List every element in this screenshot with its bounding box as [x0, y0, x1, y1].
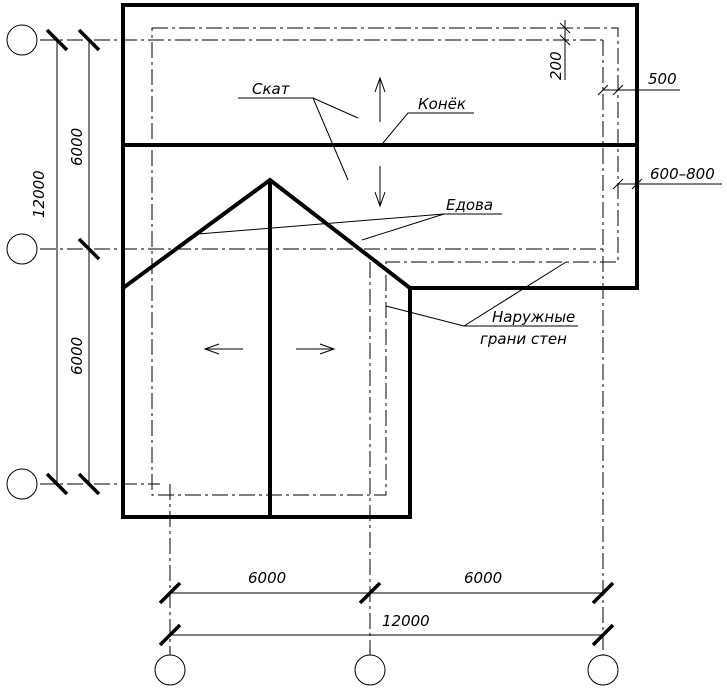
- axis-bubbles: [6, 24, 619, 686]
- outer-walls-label-line1: Наружные: [492, 308, 575, 326]
- dim-top-offset: 200: [547, 51, 565, 80]
- ridge-leader: [382, 112, 474, 144]
- dim-bottom-right: 6000: [464, 569, 502, 587]
- bottom-dimension-lines: [158, 581, 615, 647]
- eaves-label: Едова: [446, 196, 493, 214]
- offset-dimension-ticks: [559, 20, 643, 190]
- dim-left-upper: 6000: [68, 128, 86, 166]
- axis-bubble-top: [6, 24, 38, 56]
- hip-lines: [121, 177, 412, 290]
- eaves-leader: [197, 213, 502, 235]
- slope-leader-2: [312, 97, 349, 181]
- dim-overhang: 600–800: [650, 165, 715, 183]
- leader-lines: [197, 89, 722, 327]
- outer-walls-leader-2: [463, 261, 567, 327]
- slope-label: Скат: [252, 80, 291, 98]
- dim-right-offset: 500: [648, 70, 677, 88]
- axis-bubble-left: [154, 654, 186, 686]
- eaves-leader-2: [361, 213, 445, 241]
- grid-axes: [40, 39, 604, 655]
- outer-walls-label-line2: грани стен: [480, 330, 567, 348]
- axis-bubble-middle: [6, 233, 38, 265]
- axis-bubble-right: [587, 654, 619, 686]
- slope-leader: [238, 97, 359, 119]
- dim-left-total: 12000: [30, 170, 48, 218]
- axis-bubble-bottom: [6, 468, 38, 500]
- axis-bubble-center: [354, 654, 386, 686]
- dim-bottom-left: 6000: [248, 569, 286, 587]
- dim-left-lower: 6000: [68, 337, 86, 375]
- dim-bottom-total: 12000: [382, 612, 430, 630]
- outer-wall-outline: [151, 27, 619, 496]
- left-dimension-lines: [45, 28, 101, 496]
- ridge-label: Конёк: [418, 95, 466, 113]
- slope-arrows: [203, 76, 386, 355]
